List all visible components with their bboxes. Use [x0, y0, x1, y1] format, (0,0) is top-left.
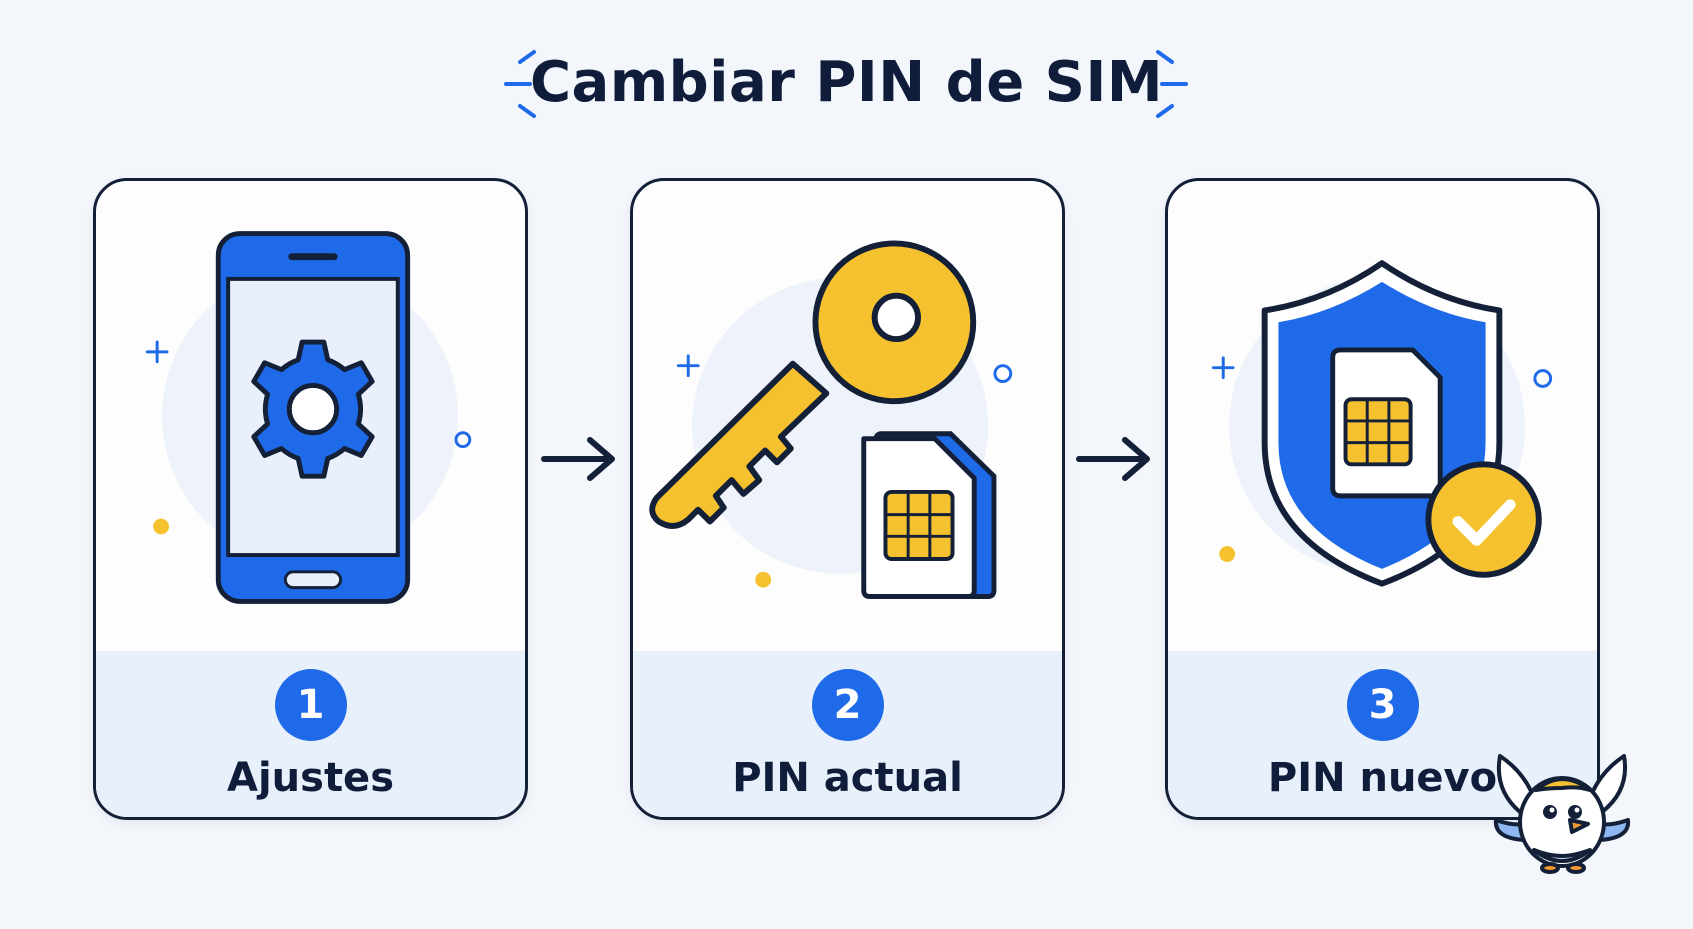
step-number-badge: 2: [811, 669, 884, 741]
arrow-right-icon: [1076, 437, 1150, 481]
step-label: Ajustes: [226, 755, 394, 801]
phone-settings-icon: [145, 231, 472, 604]
step-number-badge: 3: [1346, 669, 1419, 741]
bird-mascot-icon: [1493, 754, 1631, 874]
step-footer-1: 1 Ajustes: [96, 651, 525, 817]
step-footer-2: 2 PIN actual: [633, 651, 1062, 817]
arrow-right-icon: [541, 437, 615, 481]
left-sparkle-icon: [504, 50, 536, 118]
step-number-badge: 1: [274, 669, 347, 741]
step-card-2: 2 PIN actual: [630, 178, 1065, 820]
header: Cambiar PIN de SIM: [0, 40, 1693, 130]
shield-sim-check-icon: [1211, 260, 1553, 587]
right-sparkle-icon: [1156, 50, 1188, 118]
key-sim-icon: [649, 240, 1013, 599]
step-label: PIN nuevo: [1267, 755, 1498, 801]
page-title: Cambiar PIN de SIM: [529, 50, 1164, 115]
step-label: PIN actual: [732, 755, 963, 801]
step-card-3: 3 PIN nuevo: [1165, 178, 1600, 820]
step-card-1: 1 Ajustes: [93, 178, 528, 820]
